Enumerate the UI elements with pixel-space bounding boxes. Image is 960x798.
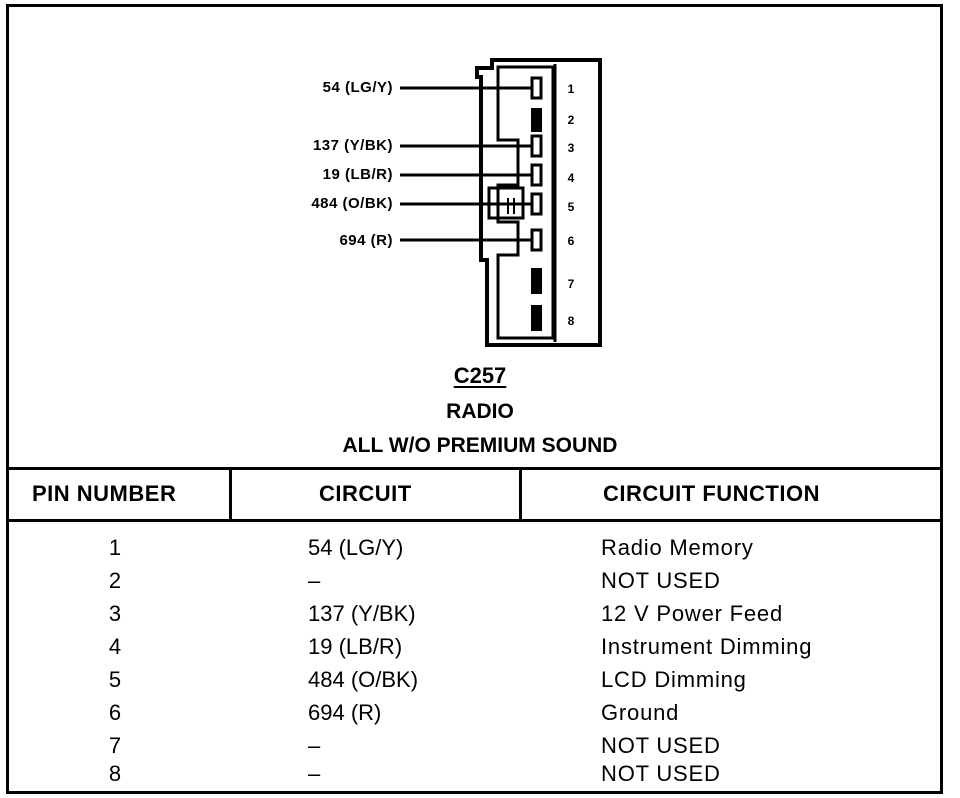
pin-label-5: 5	[567, 200, 575, 214]
cell-function: Instrument Dimming	[601, 634, 813, 659]
cell-pin: 4	[108, 634, 122, 659]
cell-circuit: –	[308, 733, 321, 758]
cell-function: NOT USED	[601, 568, 721, 593]
cell-function: NOT USED	[601, 733, 721, 758]
header-circuit: CIRCUIT	[319, 481, 412, 506]
header-divider	[6, 519, 943, 522]
table-row: 7 – NOT USED	[6, 733, 943, 766]
terminal-2	[531, 108, 542, 132]
wire-label-54: 54 (LG/Y)	[322, 79, 393, 96]
header-circuit-function: CIRCUIT FUNCTION	[603, 481, 820, 506]
connector-housing-inner	[496, 65, 555, 340]
cell-circuit: –	[308, 761, 321, 786]
wire-label-484: 484 (O/BK)	[311, 195, 393, 212]
cell-pin: 6	[108, 700, 122, 725]
terminal-1	[530, 76, 543, 100]
cell-circuit: 484 (O/BK)	[308, 667, 419, 692]
connector-housing-outer	[475, 58, 602, 347]
cell-pin: 2	[108, 568, 122, 593]
connector-diagram: 54 (LG/Y) 137 (Y/BK) 19 (LB/R) 484 (O/BK…	[0, 58, 960, 457]
pin-label-4: 4	[567, 171, 575, 185]
cell-function: Radio Memory	[601, 535, 754, 560]
table-top-border	[6, 467, 943, 470]
terminal-8	[531, 305, 542, 331]
table-row: 3 137 (Y/BK) 12 V Power Feed	[6, 601, 943, 634]
terminal-3	[530, 134, 543, 158]
wire-label-137: 137 (Y/BK)	[312, 137, 393, 154]
connector-drawing	[400, 58, 602, 347]
column-divider-2	[519, 467, 522, 522]
latch-detail	[487, 186, 525, 220]
wire-label-19: 19 (LB/R)	[322, 166, 393, 183]
pin-label-2: 2	[567, 113, 575, 127]
cell-pin: 3	[108, 601, 122, 626]
table-row: 5 484 (O/BK) LCD Dimming	[6, 667, 943, 700]
cell-circuit: 54 (LG/Y)	[308, 535, 404, 560]
cell-pin: 7	[108, 733, 122, 758]
cell-function: LCD Dimming	[601, 667, 747, 692]
cell-function: 12 V Power Feed	[601, 601, 783, 626]
cell-function: NOT USED	[601, 761, 721, 786]
terminal-6	[530, 228, 543, 252]
connector-description: ALL W/O PREMIUM SOUND	[342, 434, 618, 457]
pin-label-8: 8	[567, 314, 575, 328]
table-row: 1 54 (LG/Y) Radio Memory	[6, 535, 943, 568]
pin-label-3: 3	[567, 141, 575, 155]
header-pin-number: PIN NUMBER	[32, 481, 177, 506]
pin-label-7: 7	[567, 277, 575, 291]
connector-id-text: C257	[453, 363, 507, 388]
connector-id: C257	[0, 363, 960, 389]
cell-pin: 1	[108, 535, 122, 560]
cell-pin: 8	[108, 761, 122, 786]
cell-circuit: 694 (R)	[308, 700, 382, 725]
terminal-7	[531, 268, 542, 294]
pin-label-1: 1	[567, 82, 575, 96]
pin-label-6: 6	[567, 234, 575, 248]
table-row: 6 694 (R) Ground	[6, 700, 943, 733]
connector-name: RADIO	[446, 400, 514, 423]
cell-circuit: 19 (LB/R)	[308, 634, 403, 659]
cell-function: Ground	[601, 700, 680, 725]
table-row: 8 – NOT USED	[6, 761, 943, 794]
cell-circuit: –	[308, 568, 321, 593]
column-divider-1	[229, 467, 232, 522]
wires	[400, 86, 533, 242]
table-row: 2 – NOT USED	[6, 568, 943, 601]
table-row: 4 19 (LB/R) Instrument Dimming	[6, 634, 943, 667]
pin-table: PIN NUMBER CIRCUIT CIRCUIT FUNCTION 1 54…	[6, 467, 943, 794]
diagram-frame	[6, 4, 943, 794]
terminal-4	[530, 163, 543, 187]
cell-circuit: 137 (Y/BK)	[308, 601, 416, 626]
cell-pin: 5	[108, 667, 122, 692]
wire-label-694: 694 (R)	[339, 232, 393, 249]
terminal-5	[530, 192, 543, 216]
